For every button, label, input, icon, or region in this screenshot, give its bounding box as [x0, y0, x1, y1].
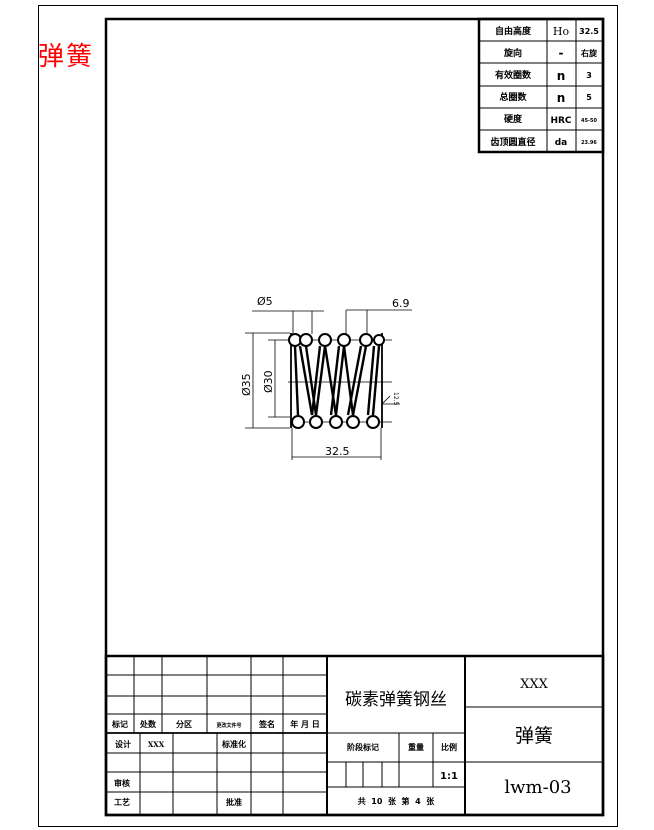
- dim-pitch: 6.9: [392, 297, 410, 310]
- standardization-label: 标准化: [221, 739, 246, 749]
- param-value: 3: [586, 71, 592, 80]
- param-symbol: n: [557, 91, 566, 105]
- drawing-number: lwm-03: [504, 777, 571, 798]
- param-value: 右旋: [580, 48, 598, 58]
- param-label: 有效圈数: [495, 69, 532, 81]
- header-change-doc: 更改文件号: [216, 722, 241, 729]
- part-name: 弹簧: [515, 725, 553, 747]
- weight-label: 重量: [408, 742, 424, 752]
- param-value: 32.5: [579, 27, 599, 36]
- param-label: 自由高度: [495, 25, 532, 37]
- dim-outer-diameter: Ø35: [240, 373, 253, 396]
- param-label: 总圈数: [499, 91, 527, 103]
- process-label: 工艺: [114, 797, 130, 807]
- company: XXX: [520, 677, 549, 692]
- corner-title: 弹簧: [38, 42, 95, 72]
- param-symbol: -: [559, 46, 564, 60]
- stage-label: 阶段标记: [347, 742, 379, 752]
- param-label: 旋向: [503, 47, 522, 59]
- param-value: 5: [586, 93, 592, 102]
- outer-border: [38, 5, 618, 827]
- dim-wire-diameter: Ø5: [257, 295, 273, 308]
- scale-label: 比例: [441, 742, 457, 752]
- dim-inner-diameter: Ø30: [262, 370, 275, 393]
- designer-name: XXX: [148, 740, 165, 749]
- header-count: 处数: [139, 719, 157, 729]
- dim-free-length: 32.5: [325, 445, 350, 458]
- param-symbol: Ho: [553, 25, 570, 38]
- header-mark: 标记: [111, 719, 128, 729]
- roughness-value: 12.5: [392, 392, 399, 406]
- header-zone: 分区: [176, 719, 192, 729]
- params-table: 自由高度 旋向 有效圈数 总圈数 硬度 齿顶圆直径 Ho - n n HRC d…: [477, 17, 605, 154]
- param-symbol: da: [555, 138, 568, 148]
- scale-value: 1:1: [440, 771, 458, 782]
- title-block: 标记 处数 分区 更改文件号 签名 年 月 日 设计 XXX 标准化 审核 工艺…: [104, 654, 605, 817]
- param-symbol: HRC: [550, 116, 571, 126]
- approve-label: 批准: [226, 797, 242, 807]
- material: 碳素弹簧钢丝: [345, 690, 447, 710]
- param-value: 45-50: [581, 118, 598, 124]
- param-label: 齿顶圆直径: [490, 136, 535, 148]
- header-date: 年 月 日: [290, 719, 320, 729]
- spring-view: Ø5 6.9 32.5 Ø35 Ø30 12.5: [240, 295, 412, 460]
- param-value: 23.96: [581, 140, 597, 146]
- header-signature: 签名: [258, 719, 275, 729]
- param-symbol: n: [557, 69, 566, 83]
- param-label: 硬度: [504, 113, 523, 125]
- review-label: 审核: [114, 778, 130, 788]
- design-label: 设计: [115, 739, 131, 749]
- sheet-count: 共 10 张 第 4 张: [358, 796, 436, 806]
